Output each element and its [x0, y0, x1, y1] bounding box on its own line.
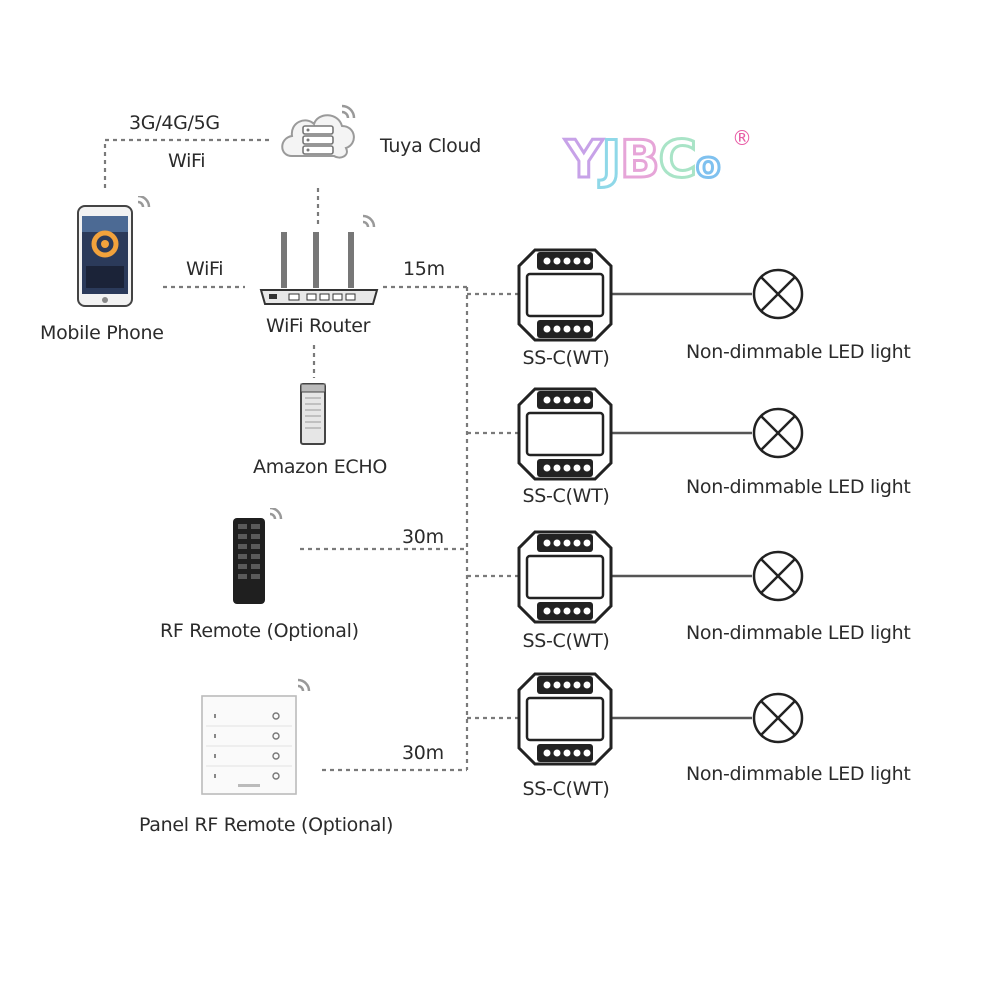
- lamp-icon: [752, 550, 804, 602]
- logo-letter-o: o: [694, 145, 722, 186]
- controller-label: SS-C(WT): [522, 485, 610, 507]
- cloud-label: Tuya Cloud: [380, 135, 481, 157]
- rf-remote-icon: [233, 508, 283, 604]
- controller-module-icon: [517, 248, 613, 342]
- controller-module-icon: [517, 530, 613, 624]
- controller-label: SS-C(WT): [522, 347, 610, 369]
- cellular-link: [103, 138, 273, 188]
- panel-remote-icon: [201, 678, 311, 795]
- lamp-icon: [752, 692, 804, 744]
- panel-remote-distance-label: 30m: [402, 742, 444, 764]
- lamp-label: Non-dimmable LED light: [686, 476, 911, 498]
- controller-label: SS-C(WT): [522, 630, 610, 652]
- cellular-label: 3G/4G/5G: [129, 112, 220, 134]
- logo-letter-b: B: [619, 130, 662, 190]
- phone-label: Mobile Phone: [40, 322, 164, 344]
- brand-logo: YJBCo ®: [564, 128, 752, 188]
- registered-mark: ®: [732, 126, 752, 150]
- router-icon: [259, 214, 379, 305]
- rf-remote-label: RF Remote (Optional): [160, 620, 359, 642]
- echo-speaker-icon: [300, 383, 326, 445]
- panel-remote-label: Panel RF Remote (Optional): [139, 814, 394, 836]
- router-distance-label: 15m: [403, 258, 445, 280]
- lamp-label: Non-dimmable LED light: [686, 622, 911, 644]
- router-label: WiFi Router: [266, 315, 371, 337]
- controller-label: SS-C(WT): [522, 778, 610, 800]
- controller-module-icon: [517, 672, 613, 766]
- lamp-icon: [752, 407, 804, 459]
- cloud-wifi-label: WiFi: [168, 150, 206, 172]
- echo-label: Amazon ECHO: [253, 456, 388, 478]
- cloud-server-icon: [281, 104, 356, 159]
- phone-icon: [77, 196, 151, 307]
- logo-letter-c: C: [657, 130, 698, 190]
- rf-remote-distance-label: 30m: [402, 526, 444, 548]
- lamp-icon: [752, 268, 804, 320]
- controller-module-icon: [517, 387, 613, 481]
- logo-letter-y: Y: [564, 130, 605, 190]
- phone-wifi-label: WiFi: [186, 258, 224, 280]
- logo-letter-j: J: [600, 130, 622, 190]
- lamp-label: Non-dimmable LED light: [686, 763, 911, 785]
- lamp-label: Non-dimmable LED light: [686, 341, 911, 363]
